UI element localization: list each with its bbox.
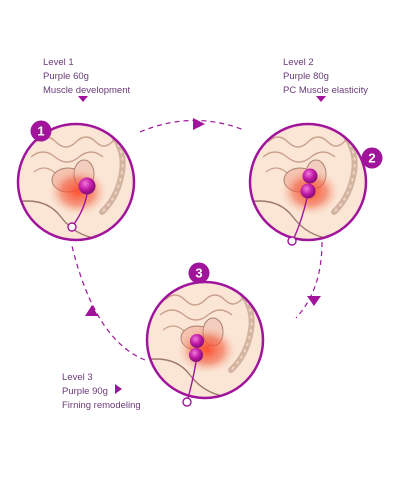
stage-1-illustration bbox=[16, 122, 136, 242]
stage-3-description: Firning remodeling bbox=[62, 400, 141, 411]
stage-2-pointer-icon bbox=[316, 96, 326, 102]
stage-2-label: Level 2 Purple 80g PC Muscle elasticity bbox=[283, 56, 368, 98]
stage-3-illustration bbox=[145, 280, 265, 407]
stage-1-weight: Purple 60g bbox=[43, 71, 89, 82]
stage-3-weight: Purple 90g bbox=[62, 386, 108, 397]
pull-ring-icon bbox=[287, 236, 297, 246]
arrow-head-up-icon bbox=[85, 305, 98, 316]
stage-2-badge: 2 bbox=[361, 147, 383, 169]
arrow-path-3-1 bbox=[71, 245, 146, 361]
pull-ring-icon bbox=[182, 397, 192, 407]
stage-1-description: Muscle development bbox=[43, 85, 131, 96]
kegel-ball-icon bbox=[78, 177, 96, 195]
kegel-ball-icon bbox=[302, 168, 318, 184]
kegel-ball-icon bbox=[190, 334, 204, 348]
stage-1-level: Level 1 bbox=[43, 57, 74, 68]
arrow-head-right-icon bbox=[193, 118, 205, 130]
stage-2-level: Level 2 bbox=[283, 57, 314, 68]
stage-2-description: PC Muscle elasticity bbox=[283, 85, 368, 96]
stage-3-number: 3 bbox=[195, 266, 202, 281]
stage-2-weight: Purple 80g bbox=[283, 71, 329, 82]
stage-3-pointer-icon bbox=[115, 384, 122, 394]
arrow-path-2-3 bbox=[295, 241, 323, 319]
pull-ring-icon bbox=[67, 222, 77, 232]
kegel-ball-icon bbox=[300, 183, 316, 199]
stage-1-badge: 1 bbox=[30, 120, 52, 142]
stage-2-number: 2 bbox=[368, 151, 375, 166]
stage-1-number: 1 bbox=[37, 124, 44, 139]
stage-3-label: Level 3 Purple 90g Firning remodeling bbox=[62, 371, 141, 413]
stage-1-label: Level 1 Purple 60g Muscle development bbox=[43, 56, 130, 98]
arrow-head-down-icon bbox=[307, 296, 321, 306]
stage-3-level: Level 3 bbox=[62, 372, 93, 383]
stage-3-badge: 3 bbox=[188, 262, 210, 284]
kegel-ball-icon bbox=[189, 348, 203, 362]
arrow-path-1-2 bbox=[139, 119, 245, 133]
stage-2-illustration bbox=[248, 122, 368, 246]
stage-1-pointer-icon bbox=[78, 96, 88, 102]
